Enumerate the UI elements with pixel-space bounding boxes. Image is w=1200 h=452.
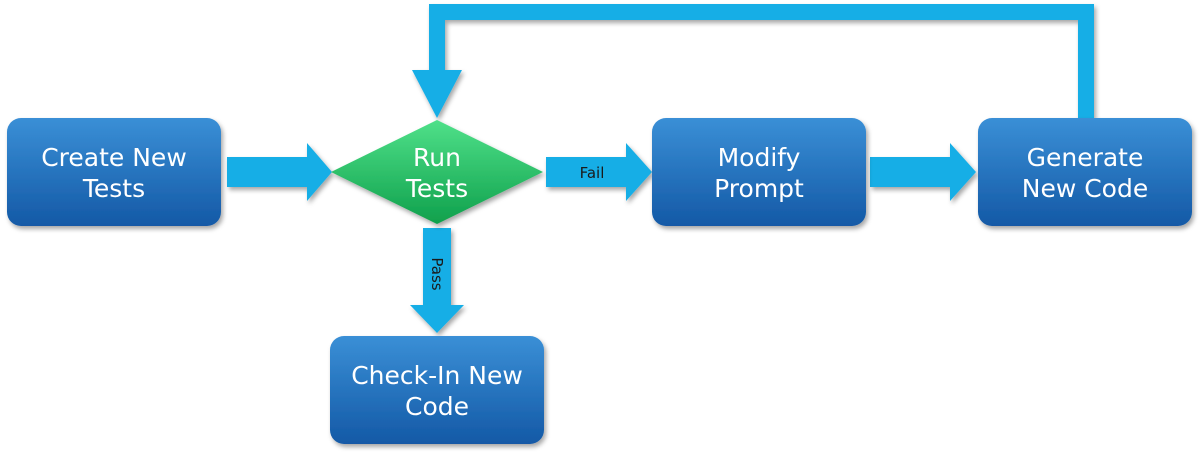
arrow-modify-to-generate	[870, 143, 976, 201]
check-in-new-code-line1: Check-In New	[351, 361, 523, 390]
arrow-create-to-run	[227, 143, 332, 201]
modify-prompt-line2: Prompt	[714, 174, 804, 203]
check-in-new-code-line2: Code	[405, 392, 469, 421]
generate-new-code-line1: Generate	[1027, 143, 1144, 172]
fail-label: Fail	[580, 164, 605, 182]
pass-label: Pass	[428, 257, 446, 290]
generate-new-code-box: Generate New Code	[978, 118, 1192, 226]
loop-back-arrow	[412, 4, 1094, 118]
run-tests-line2: Tests	[405, 174, 468, 203]
check-in-new-code-box: Check-In New Code	[330, 336, 544, 444]
arrow-run-to-checkin	[410, 228, 464, 333]
arrow-run-to-modify	[546, 143, 652, 201]
create-new-tests-box: Create New Tests	[7, 118, 221, 226]
run-tests-decision: Run Tests	[331, 120, 543, 224]
modify-prompt-box: Modify Prompt	[652, 118, 866, 226]
run-tests-line1: Run	[413, 143, 461, 172]
create-new-tests-line1: Create New	[41, 143, 187, 172]
create-new-tests-line2: Tests	[82, 174, 145, 203]
generate-new-code-line2: New Code	[1022, 174, 1148, 203]
modify-prompt-line1: Modify	[718, 143, 801, 172]
